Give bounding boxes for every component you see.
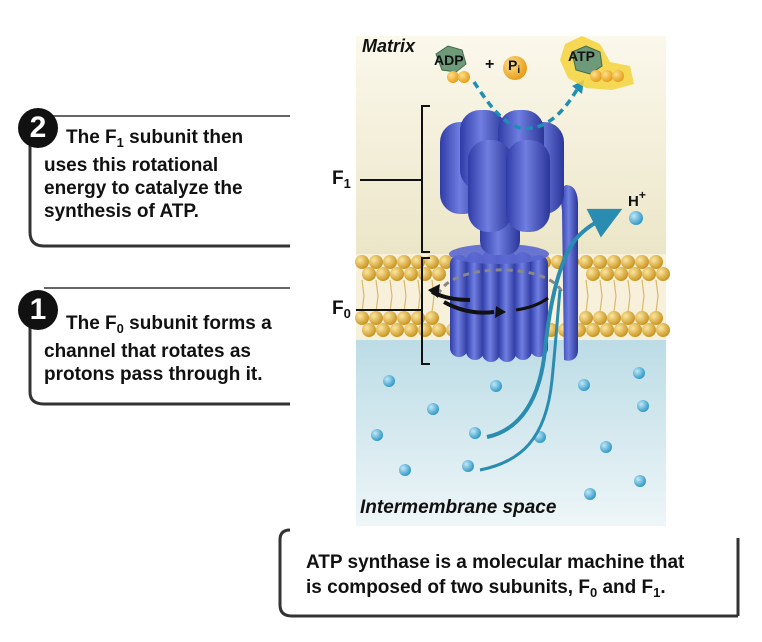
lipid-tail <box>585 279 589 313</box>
lipid-head <box>656 323 670 337</box>
lipid-head <box>614 323 628 337</box>
lipid-head <box>642 323 656 337</box>
lipid-head <box>404 323 418 337</box>
lipid-head <box>656 267 670 281</box>
proton-path-lower <box>479 289 562 472</box>
plus-sign: + <box>485 56 495 73</box>
lipid-head <box>593 255 607 269</box>
lipid-head <box>614 267 628 281</box>
matrix-label: Matrix <box>362 36 416 56</box>
lipid-head <box>593 311 607 325</box>
lipid-head <box>586 323 600 337</box>
lipid-head <box>369 255 383 269</box>
lipid-tail <box>431 279 435 313</box>
step-1-text: The F0 subunit forms a channel that rota… <box>44 313 272 385</box>
lipid-tail <box>613 279 617 313</box>
lipid-head <box>635 255 649 269</box>
lipid-head <box>586 267 600 281</box>
lipid-head <box>390 323 404 337</box>
intermembrane-region <box>356 340 666 526</box>
f1-label: F1 <box>332 168 351 191</box>
rotation-arrow-front <box>443 300 495 315</box>
lipid-head <box>607 311 621 325</box>
lipid-head <box>383 311 397 325</box>
rotation-arrow-back <box>436 268 564 296</box>
lipid-tail <box>375 279 379 313</box>
adp-molecule <box>435 45 470 83</box>
adp-label: ADP <box>434 52 464 68</box>
synthesis-arrow <box>472 81 580 131</box>
lipid-tail <box>403 279 407 313</box>
lipid-head <box>390 267 404 281</box>
lipid-tail <box>361 279 365 313</box>
lipid-tail <box>641 279 645 313</box>
lipid-tail <box>599 279 603 313</box>
lipid-head <box>383 255 397 269</box>
lipid-head <box>425 311 439 325</box>
lipid-head <box>607 255 621 269</box>
lipid-head <box>628 267 642 281</box>
lipid-tail <box>389 279 393 313</box>
lipid-head <box>355 255 369 269</box>
stator-arm <box>560 185 578 361</box>
lipid-head <box>355 311 369 325</box>
lipid-head <box>628 323 642 337</box>
proton-path-upper <box>486 208 623 439</box>
lipid-head <box>621 255 635 269</box>
lipid-head <box>404 267 418 281</box>
phosphate <box>503 56 527 80</box>
lipid-head <box>362 267 376 281</box>
lipid-head <box>642 267 656 281</box>
lipid-tail <box>655 279 659 313</box>
step-2-text: The F1 subunit then uses this rotational… <box>44 127 244 222</box>
lipid-head <box>376 323 390 337</box>
atp-label: ATP <box>568 48 595 64</box>
lipid-head <box>439 255 453 269</box>
lipid-head <box>369 311 383 325</box>
lipid-head <box>579 311 593 325</box>
lipid-head <box>432 323 446 337</box>
lipid-head <box>579 255 593 269</box>
lipid-head <box>635 311 649 325</box>
lipid-tail <box>417 279 421 313</box>
lipid-head <box>600 267 614 281</box>
lipid-head <box>600 323 614 337</box>
pi-label: Pi <box>508 57 521 76</box>
lipid-head <box>649 311 663 325</box>
lipid-head <box>649 255 663 269</box>
f1-head <box>440 110 564 232</box>
released-proton <box>629 211 643 225</box>
lipid-tail <box>627 279 631 313</box>
lipid-head <box>418 323 432 337</box>
step-1-badge: 1 <box>18 290 58 330</box>
lipid-head <box>362 323 376 337</box>
lipid-head <box>397 311 411 325</box>
atp-molecule <box>560 36 634 90</box>
proton-group <box>371 211 649 500</box>
lipid-head <box>418 267 432 281</box>
f0-rotor <box>449 244 549 362</box>
lipid-head <box>397 255 411 269</box>
f0-label: F0 <box>332 298 351 321</box>
rotation-arrow-right <box>515 296 549 312</box>
lipid-head <box>432 267 446 281</box>
h-plus-label: H+ <box>628 188 646 210</box>
step-2-badge: 2 <box>18 108 58 148</box>
lipid-head <box>621 311 635 325</box>
subunit-brackets <box>356 105 430 365</box>
caption-text: ATP synthase is a molecular machine that… <box>306 552 685 600</box>
intermembrane-label: Intermembrane space <box>360 497 557 518</box>
lipid-head <box>376 267 390 281</box>
